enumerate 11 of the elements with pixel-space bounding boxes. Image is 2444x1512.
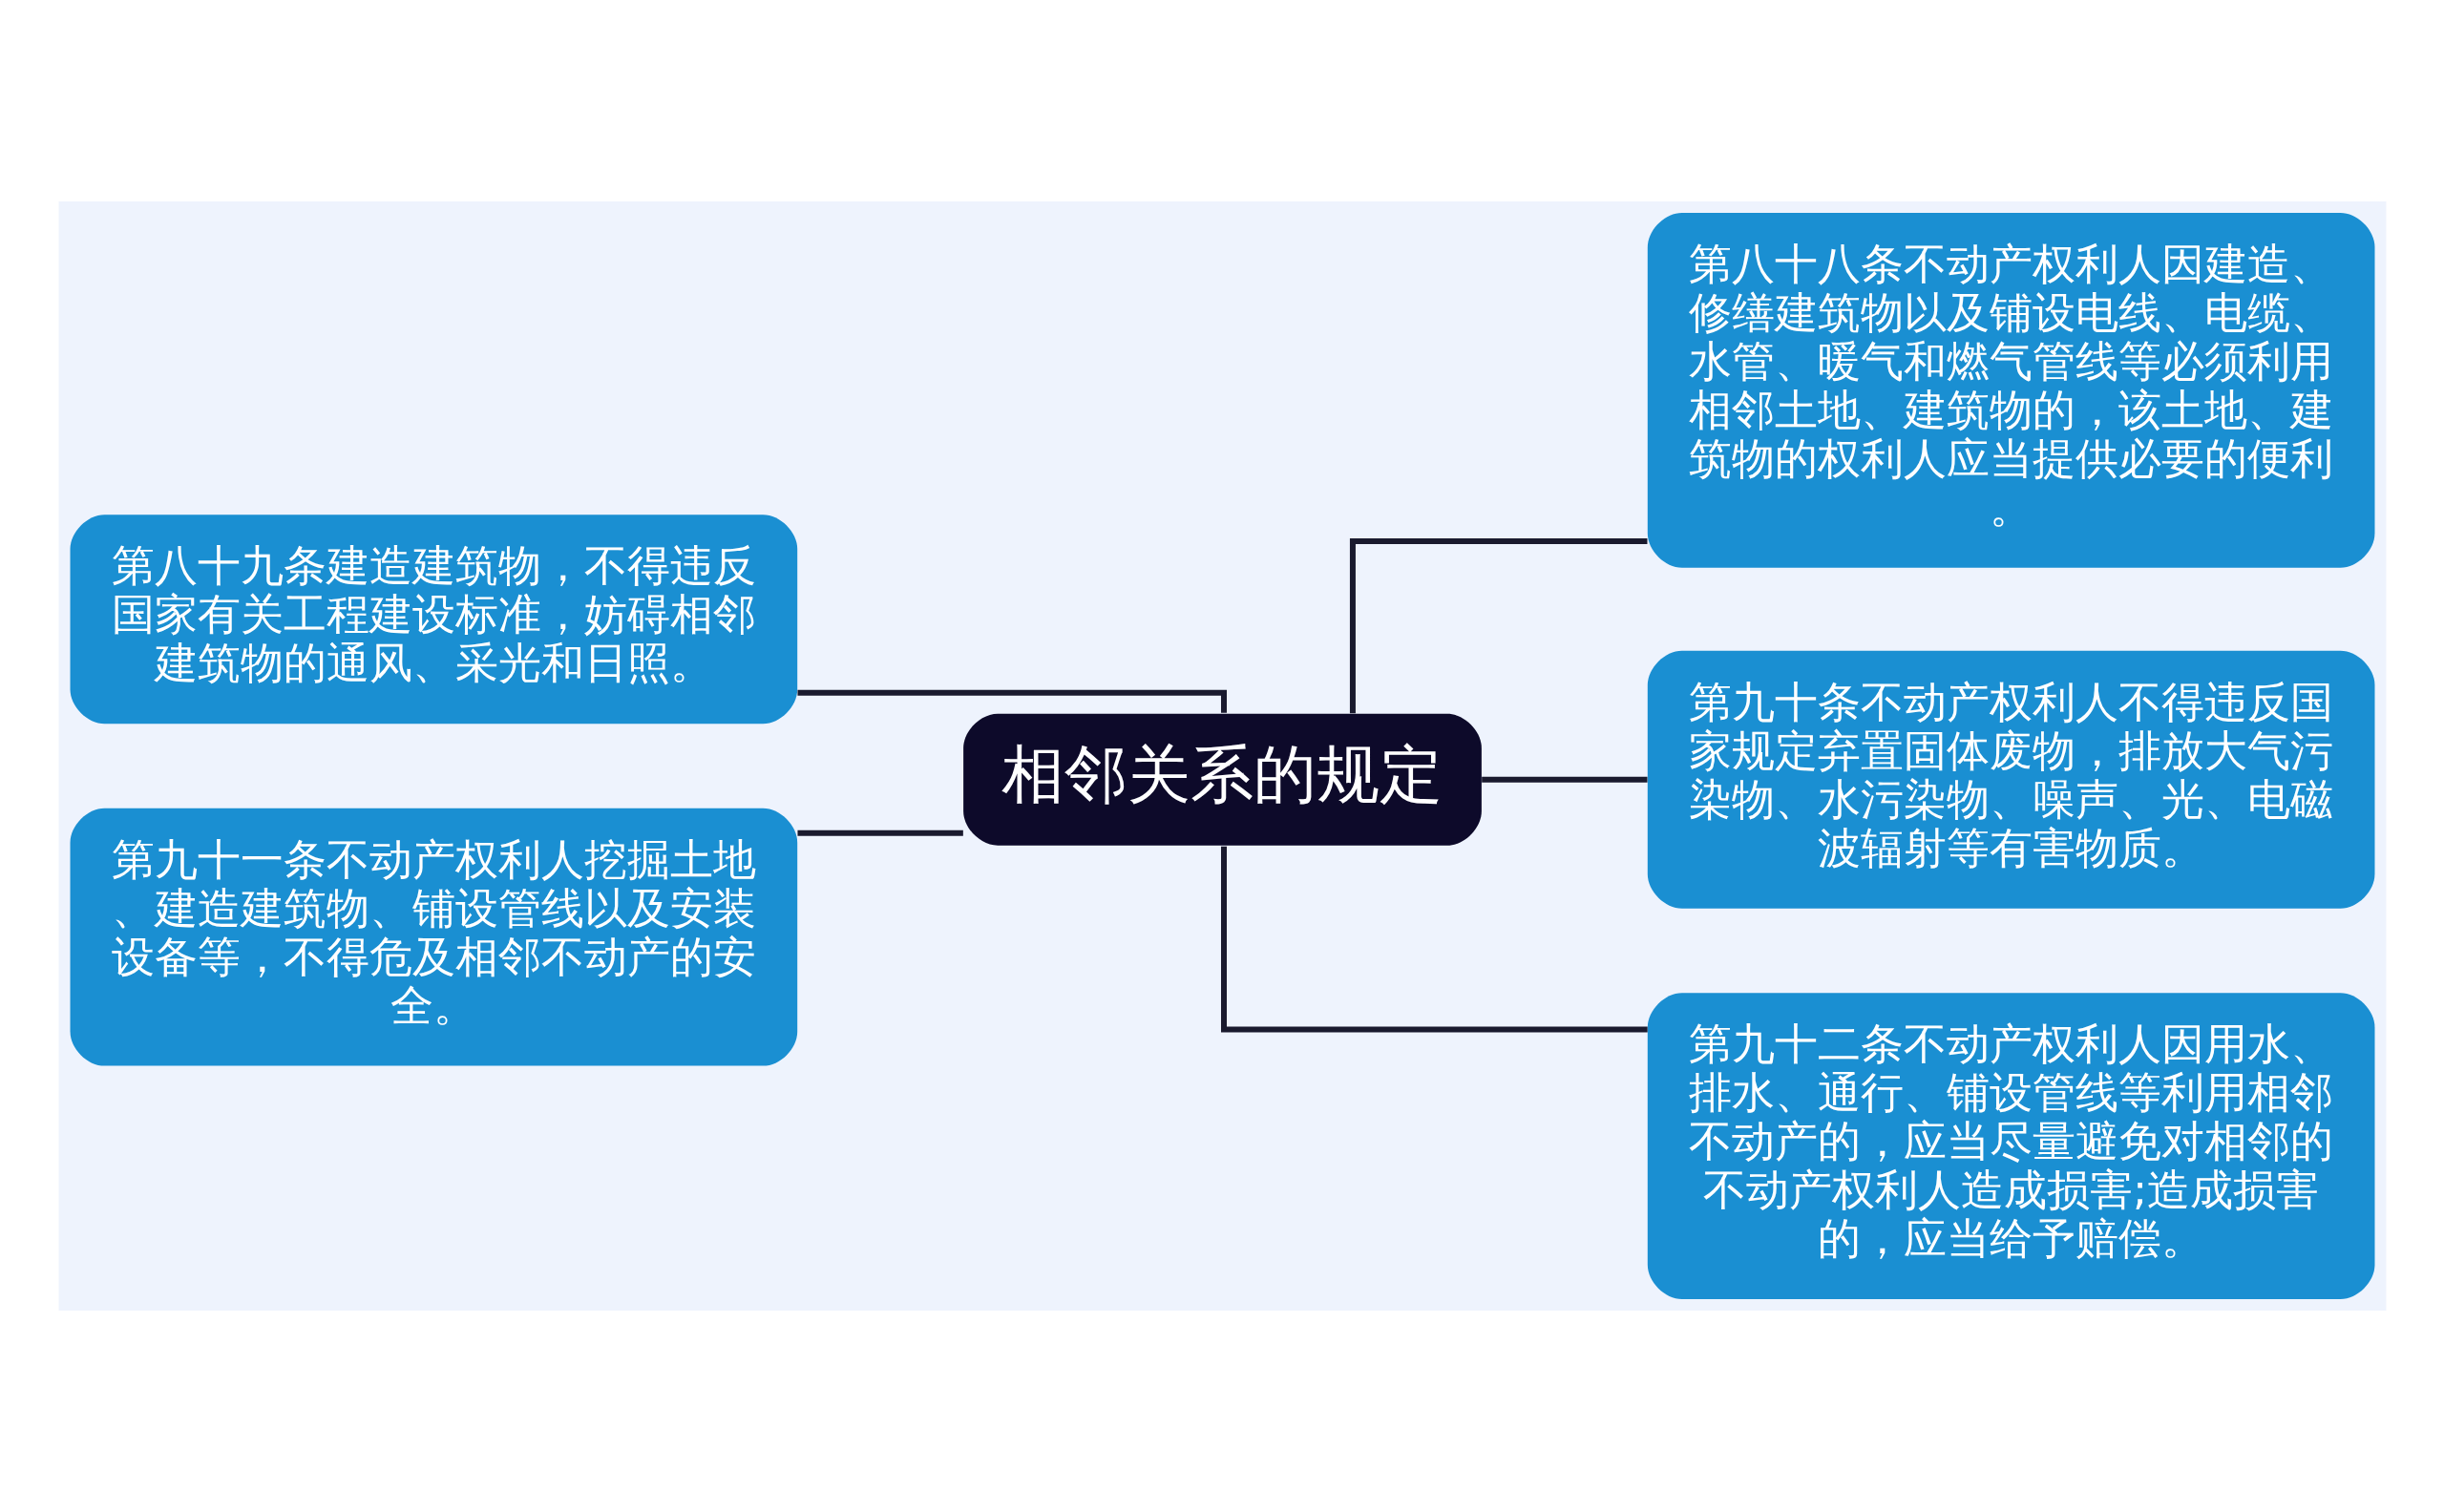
node-box: 第九十二条不动产权利人因用水、排水、通行、铺设管线等利用相邻不动产的，应当尽量避免对相邻的不动产权利人造成损害;造成损害的，应当给予赔偿。	[1647, 993, 2374, 1299]
node-box: 第九十条不动产权利人不得违反国家规定弃置固体废物，排放大气污染物、水污染物、噪声、光、电磁波辐射等有害物质。	[1647, 650, 2374, 909]
node-box: 第八十九条建造建筑物，不得违反国家有关工程建设标准，妨碍相邻建筑物的通风、采光和日照。	[70, 514, 797, 724]
node-box: 第九十一条不动产权利人挖掘土地、建造建筑物、铺设管线以及安装设备等，不得危及相邻不动产的安全。	[70, 808, 797, 1066]
node-box: 第八十八条不动产权利人因建造、修缮建筑物以及铺设电线、电缆、水管、暖气和燃气管线等必须利用相邻土地、建筑物的，该土地、建筑物的权利人应当提供必要的便利。	[1647, 213, 2374, 568]
connector	[1349, 538, 1647, 714]
connector	[796, 830, 963, 836]
node-box: 相邻关系的规定	[962, 713, 1482, 846]
connector	[1220, 846, 1648, 1033]
connector	[796, 689, 1227, 713]
connector	[1481, 776, 1648, 783]
